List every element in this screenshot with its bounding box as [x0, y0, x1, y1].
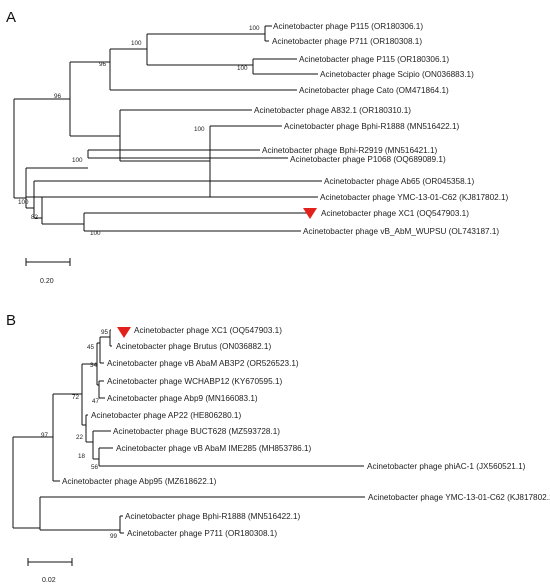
taxon-label: Acinetobacter phage Scipio (ON036883.1) — [320, 70, 474, 79]
panel-a-scale-bar: 0.20 — [25, 258, 71, 285]
panel-b-scale-bar: 0.02 — [27, 558, 73, 584]
taxon-label: Acinetobacter phage P115 (OR180306.1) — [299, 55, 449, 64]
bootstrap-value: 100 — [18, 199, 29, 206]
taxon-label: Acinetobacter phage P1068 (OQ689089.1) — [290, 155, 446, 164]
bootstrap-value: 99 — [110, 533, 118, 540]
taxon-label: Acinetobacter phage vB_AbM_WUPSU (OL7431… — [303, 227, 499, 236]
taxon-label: Acinetobacter phage vB AbaM IME285 (MH85… — [116, 444, 312, 453]
taxon-label: Acinetobacter phage P711 (OR180308.1) — [272, 37, 422, 46]
taxon-label: Acinetobacter phage WCHABP12 (KY670595.1… — [107, 377, 282, 386]
taxon-label: Acinetobacter phage Cato (OM471864.1) — [299, 86, 449, 95]
bootstrap-value: 18 — [78, 453, 86, 460]
bootstrap-value: 95 — [101, 329, 109, 336]
taxon-label: Acinetobacter phage BUCT628 (MZ593728.1) — [113, 427, 280, 436]
scale-label: 0.02 — [42, 577, 56, 584]
taxon-label: Acinetobacter phage YMC-13-01-C62 (KJ817… — [368, 493, 550, 502]
panel-a-label: A — [6, 9, 16, 26]
taxon-label: Acinetobacter phage A832.1 (OR180310.1) — [254, 106, 411, 115]
taxon-label: Acinetobacter phage Bphi-R2919 (MN516421… — [262, 146, 438, 155]
taxon-label: Acinetobacter phage Abp9 (MN166083.1) — [107, 394, 258, 403]
bootstrap-value: 100 — [72, 157, 83, 164]
bootstrap-value: 100 — [90, 230, 101, 237]
panel-a-labels: Acinetobacter phage P115 (OR180306.1) Ac… — [254, 22, 509, 236]
taxon-label: Acinetobacter phage XC1 (OQ547903.1) — [321, 209, 469, 218]
taxon-label: Acinetobacter phage Ab65 (OR045358.1) — [324, 177, 474, 186]
panel-a-bootstraps: 100 100 96 100 96 100 100 100 82 100 — [18, 25, 260, 237]
panel-b-tree — [12, 329, 365, 534]
marker-triangle-icon — [303, 208, 317, 219]
taxon-label: Acinetobacter phage AP22 (HE806280.1) — [91, 411, 241, 420]
bootstrap-value: 96 — [99, 61, 107, 68]
taxon-label: Acinetobacter phage P115 (OR180306.1) — [273, 22, 423, 31]
bootstrap-value: 100 — [194, 126, 205, 133]
taxon-label: Acinetobacter phage vB AbaM AB3P2 (OR526… — [107, 359, 299, 368]
panel-a-tree-lower — [25, 149, 322, 232]
panel-b-bootstraps: 95 45 34 47 72 22 18 56 97 99 — [41, 329, 118, 540]
taxon-label: Acinetobacter phage P711 (OR180308.1) — [127, 529, 277, 538]
bootstrap-value: 100 — [131, 40, 142, 47]
bootstrap-value: 100 — [249, 25, 260, 32]
bootstrap-value: 56 — [91, 464, 99, 471]
scale-label: 0.20 — [40, 278, 54, 285]
bootstrap-value: 45 — [87, 344, 95, 351]
bootstrap-value: 34 — [90, 362, 98, 369]
bootstrap-value: 47 — [92, 398, 100, 405]
bootstrap-value: 72 — [72, 394, 80, 401]
bootstrap-value: 100 — [237, 65, 248, 72]
panel-b-labels: Acinetobacter phage XC1 (OQ547903.1) Aci… — [62, 326, 550, 538]
panel-b-label: B — [6, 312, 16, 329]
taxon-label: Acinetobacter phage Abp95 (MZ618622.1) — [62, 477, 217, 486]
bootstrap-value: 96 — [54, 93, 62, 100]
taxon-label: Acinetobacter phage phiAC-1 (JX560521.1) — [367, 462, 526, 471]
taxon-label: Acinetobacter phage YMC-13-01-C62 (KJ817… — [320, 193, 509, 202]
taxon-label: Acinetobacter phage Brutus (ON036882.1) — [116, 342, 271, 351]
marker-triangle-icon — [117, 327, 131, 338]
bootstrap-value: 82 — [31, 214, 39, 221]
bootstrap-value: 22 — [76, 434, 84, 441]
taxon-label: Acinetobacter phage XC1 (OQ547903.1) — [134, 326, 282, 335]
bootstrap-value: 97 — [41, 432, 49, 439]
taxon-label: Acinetobacter phage Bphi-R1888 (MN516422… — [284, 122, 460, 131]
taxon-label: Acinetobacter phage Bphi-R1888 (MN516422… — [125, 512, 301, 521]
